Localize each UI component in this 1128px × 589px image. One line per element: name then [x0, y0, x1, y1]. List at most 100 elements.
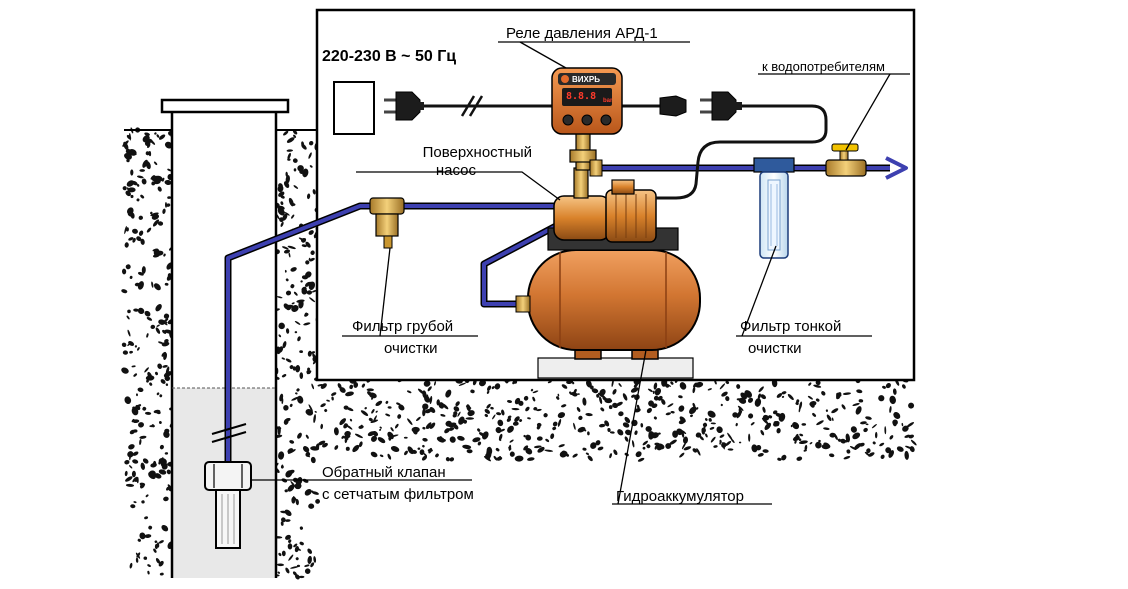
- soil-speck: [295, 574, 300, 580]
- soil-speck: [158, 341, 164, 345]
- soil-speck: [308, 257, 311, 261]
- soil-speck: [444, 428, 450, 434]
- soil-speck: [287, 449, 296, 454]
- soil-speck: [132, 476, 138, 483]
- soil-speck: [559, 450, 568, 458]
- soil-speck: [313, 414, 316, 424]
- soil-speck: [860, 421, 867, 425]
- soil-speck: [599, 423, 606, 428]
- soil-speck: [285, 567, 290, 574]
- soil-speck: [285, 175, 290, 184]
- soil-speck: [149, 382, 153, 386]
- soil-speck: [523, 445, 529, 451]
- soil-speck: [514, 416, 520, 422]
- soil-speck: [434, 381, 436, 386]
- soil-speck: [576, 393, 580, 395]
- soil-speck: [904, 434, 911, 438]
- soil-speck: [484, 408, 490, 414]
- soil-speck: [311, 351, 316, 354]
- soil-speck: [773, 421, 780, 427]
- soil-speck: [281, 246, 289, 250]
- soil-speck: [157, 186, 162, 192]
- coarse-filter-label-line1: Фильтр грубой: [352, 318, 454, 335]
- soil-speck: [472, 437, 481, 443]
- soil-speck: [299, 526, 304, 530]
- soil-speck: [371, 409, 375, 414]
- soil-speck: [906, 422, 915, 428]
- soil-speck: [298, 575, 305, 579]
- soil-speck: [136, 175, 144, 179]
- soil-speck: [293, 291, 298, 296]
- soil-speck: [403, 436, 408, 439]
- soil-speck: [278, 322, 285, 330]
- soil-speck: [487, 385, 492, 391]
- soil-speck: [154, 132, 157, 135]
- accumulator-tank: [515, 249, 701, 360]
- soil-speck: [606, 398, 611, 401]
- soil-speck: [160, 457, 164, 462]
- soil-speck: [299, 350, 303, 354]
- soil-speck: [681, 441, 687, 450]
- soil-speck: [305, 241, 311, 248]
- soil: [121, 127, 917, 580]
- soil-speck: [307, 350, 312, 357]
- soil-speck: [798, 438, 802, 442]
- soil-speck: [458, 382, 467, 386]
- soil-speck: [305, 434, 309, 439]
- soil-speck: [642, 440, 648, 446]
- soil-speck: [135, 393, 139, 397]
- soil-speck: [757, 453, 764, 457]
- soil-speck: [640, 423, 644, 428]
- soil-speck: [142, 458, 149, 464]
- soil-speck: [543, 413, 548, 418]
- soil-speck: [339, 387, 346, 393]
- soil-speck: [508, 444, 512, 451]
- soil-speck: [425, 408, 432, 414]
- soil-speck: [850, 426, 857, 433]
- soil-speck: [812, 412, 817, 417]
- soil-speck: [127, 451, 134, 458]
- soil-speck: [429, 395, 433, 405]
- soil-speck: [807, 395, 813, 400]
- soil-speck: [161, 341, 170, 347]
- soil-speck: [301, 244, 307, 248]
- soil-speck: [547, 380, 552, 384]
- soil-speck: [311, 491, 319, 495]
- soil-speck: [750, 422, 755, 426]
- soil-speck: [748, 433, 751, 442]
- soil-speck: [809, 442, 813, 445]
- soil-speck: [387, 406, 392, 409]
- soil-speck: [166, 203, 171, 207]
- soil-speck: [831, 417, 834, 422]
- soil-speck: [485, 452, 492, 459]
- soil-speck: [396, 402, 401, 406]
- soil-speck: [544, 449, 554, 452]
- soil-speck: [885, 447, 892, 454]
- soil-speck: [654, 444, 658, 450]
- soil-speck: [636, 404, 640, 410]
- soil-speck: [156, 392, 160, 396]
- soil-speck: [158, 540, 164, 544]
- soil-speck: [484, 413, 488, 418]
- soil-speck: [653, 382, 658, 390]
- soil-speck: [157, 363, 163, 369]
- soil-speck: [856, 389, 863, 394]
- soil-speck: [825, 409, 829, 412]
- soil-speck: [596, 394, 600, 398]
- soil-speck: [631, 394, 636, 398]
- soil-speck: [281, 374, 287, 378]
- soil-speck: [345, 407, 354, 412]
- soil-speck: [406, 390, 412, 394]
- soil-speck: [445, 457, 450, 462]
- soil-speck: [297, 395, 304, 404]
- soil-speck: [371, 397, 374, 400]
- soil-speck: [302, 446, 310, 453]
- soil-speck: [747, 397, 754, 403]
- soil-speck: [146, 227, 152, 233]
- soil-speck: [150, 212, 159, 217]
- soil-speck: [836, 394, 841, 400]
- soil-speck: [162, 208, 166, 214]
- soil-speck: [507, 400, 512, 403]
- soil-speck: [153, 548, 157, 553]
- soil-speck: [896, 446, 904, 452]
